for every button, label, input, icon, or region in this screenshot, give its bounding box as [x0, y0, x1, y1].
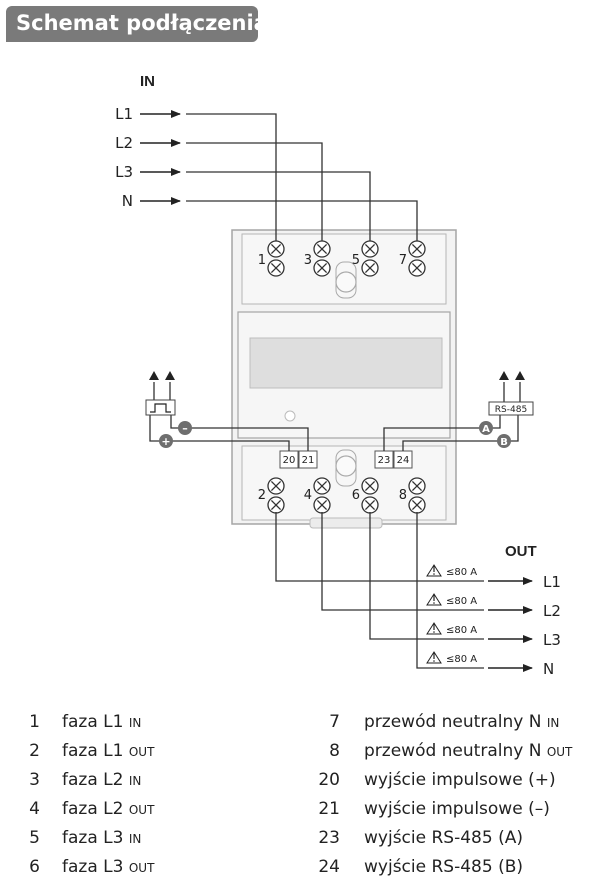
output-label-l2: L2	[543, 602, 561, 620]
terminal-label-8: 8	[399, 488, 407, 503]
aux-label-20: 20	[283, 455, 296, 466]
screw-terminal	[408, 259, 426, 277]
input-label-n: N	[122, 192, 133, 210]
screw-terminal	[267, 496, 285, 514]
fuse-rating-l2: ≤80 A	[446, 596, 477, 607]
fuse-rating-l1: ≤80 A	[446, 567, 477, 578]
screw-terminal	[361, 259, 379, 277]
aux-label-23: 23	[378, 455, 391, 466]
screw-terminal	[267, 477, 285, 495]
top-terminals	[267, 240, 426, 277]
out-label: OUT	[505, 543, 537, 560]
screw-terminal	[408, 496, 426, 514]
output-wires	[275, 512, 484, 669]
output-arrows	[488, 577, 533, 672]
svg-text:+: +	[161, 435, 170, 448]
input-label-l1: L1	[115, 105, 133, 123]
in-label: IN	[140, 73, 155, 90]
rs485-icon: RS-485	[488, 371, 534, 416]
rs485-wiring	[383, 382, 521, 451]
input-label-l2: L2	[115, 134, 133, 152]
plus-badge: +	[159, 434, 173, 448]
warning-icon	[426, 593, 442, 606]
screw-terminal	[313, 259, 331, 277]
screw-terminal	[313, 240, 331, 258]
terminal-label-5: 5	[352, 253, 360, 268]
warning-icon	[426, 651, 442, 664]
svg-text:A: A	[482, 424, 490, 435]
wiring-diagram: IN L1 L2 L3 N 1 3 5 7 2 4 6 8 20 21 23 2…	[115, 73, 561, 678]
terminal-label-7: 7	[399, 253, 407, 268]
fuse-warnings: ≤80 A ≤80 A ≤80 A ≤80 A	[426, 564, 477, 665]
terminal-label-1: 1	[258, 253, 266, 268]
terminal-label-2: 2	[258, 488, 266, 503]
aux-label-21: 21	[302, 455, 315, 466]
warning-icon	[426, 622, 442, 635]
output-label-l1: L1	[543, 573, 561, 591]
screw-terminal	[408, 477, 426, 495]
screw-terminal	[313, 496, 331, 514]
port-b-badge: B	[497, 434, 511, 448]
display-window	[249, 337, 443, 389]
warning-icon	[426, 564, 442, 577]
input-label-l3: L3	[115, 163, 133, 181]
svg-text:–: –	[182, 422, 188, 435]
terminal-label-6: 6	[352, 488, 360, 503]
pulse-output-wiring	[149, 382, 309, 451]
bottom-terminals	[267, 477, 426, 514]
minus-badge: –	[178, 421, 192, 435]
port-a-badge: A	[479, 421, 493, 435]
terminal-label-3: 3	[304, 253, 312, 268]
rs485-label: RS-485	[495, 405, 527, 415]
fuse-rating-n: ≤80 A	[446, 654, 477, 665]
screw-terminal	[267, 259, 285, 277]
output-label-n: N	[543, 660, 554, 678]
aux-label-24: 24	[397, 455, 410, 466]
title-tab	[6, 6, 258, 42]
page-title: Schemat podłączenia	[16, 11, 268, 35]
input-arrows	[140, 110, 181, 205]
svg-text:B: B	[500, 437, 508, 448]
screw-terminal	[361, 240, 379, 258]
terminal-label-4: 4	[304, 488, 312, 503]
input-wires	[186, 113, 418, 244]
screw-terminal	[408, 240, 426, 258]
fuse-rating-l3: ≤80 A	[446, 625, 477, 636]
screw-terminal	[361, 496, 379, 514]
screw-terminal	[267, 240, 285, 258]
screw-terminal	[313, 477, 331, 495]
output-label-l3: L3	[543, 631, 561, 649]
screw-terminal	[361, 477, 379, 495]
pulse-output-icon	[145, 371, 176, 416]
